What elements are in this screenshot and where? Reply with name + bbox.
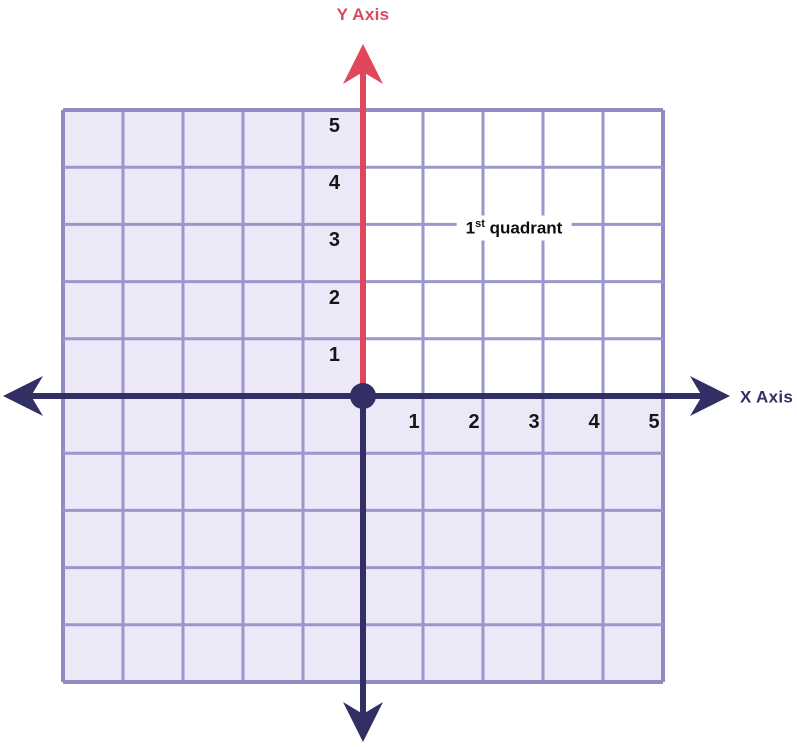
x-axis-left-arrow-icon [3,376,43,416]
quadrant-word: quadrant [484,218,563,238]
y-axis-tick-1: 1 [328,343,340,366]
origin-dot [350,383,376,409]
y-axis-down-arrow-icon [343,702,383,742]
y-axis-label: Y Axis [336,5,390,24]
quadrant-ordinal-suffix: st [475,217,485,230]
quadrant-number: 1 [465,218,476,238]
y-axis-tick-4: 4 [328,172,340,195]
y-axis-tick-2: 2 [328,286,340,309]
x-axis-label: X Axis [740,387,794,407]
first-quadrant-label: 1st quadrant [456,215,572,241]
y-axis-tick-3: 3 [328,229,340,252]
y-axis-up-arrow-icon [343,44,383,84]
x-axis-tick-1: 1 [408,411,420,433]
x-axis-right-arrow-icon [690,376,730,416]
y-axis-tick-5: 5 [328,115,340,137]
x-axis-tick-3: 3 [528,411,540,433]
x-axis-tick-2: 2 [468,411,480,433]
x-axis-tick-4: 4 [588,411,600,433]
first-quadrant-area [363,110,663,396]
x-axis-tick-5: 5 [648,411,660,433]
